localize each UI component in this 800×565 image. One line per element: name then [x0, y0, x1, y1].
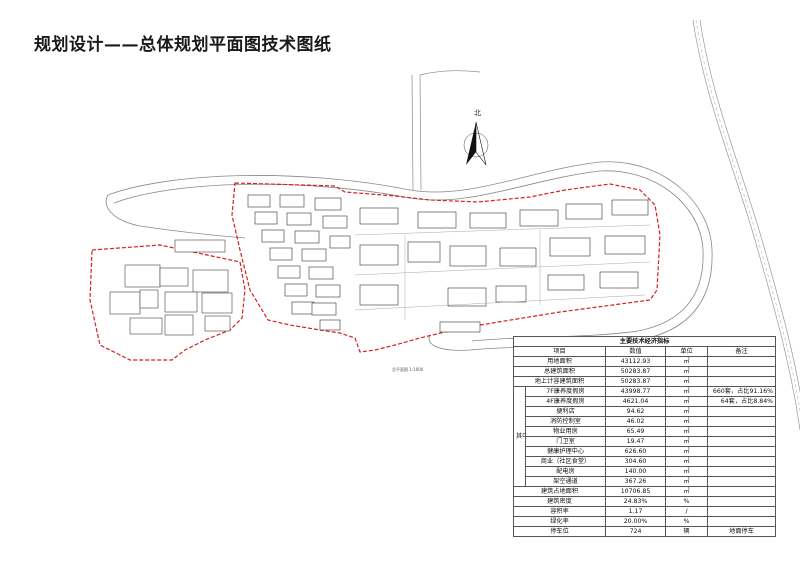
header-note: 备注: [706, 346, 777, 357]
north-arrow-icon: [463, 121, 489, 166]
technical-indicators-table: 主要技术经济指标 项目 数值 单位 备注 用地面积 43112.93 ㎡ 总建筑…: [512, 336, 777, 537]
header-unit: 单位: [665, 346, 708, 357]
table-row: 门卫室 19.47 ㎡: [514, 436, 777, 447]
diagonal-buildings: [247, 194, 351, 331]
table-row: 总建筑面积 50283.87 ㎡: [513, 366, 777, 377]
north-label: 北: [474, 109, 481, 117]
internal-roads: [354, 224, 651, 320]
table-row: 健康护理中心 626.60 ㎡: [514, 446, 777, 457]
table-row: 4F康养度假房 4621.04 ㎡ 64套，占比8.84%: [514, 396, 777, 407]
table-row: 物业用房 65.49 ㎡: [514, 426, 777, 437]
table-row: 绿化率 20.00% %: [513, 516, 777, 527]
scale-label: 总平面图 1:1000: [392, 367, 424, 372]
table-title-row: 主要技术经济指标: [512, 336, 777, 347]
main-buildings: [359, 199, 649, 333]
table-row: 消防控制室 46.02 ㎡: [514, 416, 777, 427]
site-boundary: [231, 182, 661, 353]
highway: [692, 19, 800, 431]
table-row: 建筑占地面积 10706.85 ㎡: [513, 486, 777, 497]
table-row: 架空通道 367.26 ㎡: [514, 476, 777, 487]
table-header-row: 项目 数值 单位 备注: [513, 346, 777, 357]
table-row: 其中 7F康养度假房 43998.77 ㎡ 660套，占比91.16%: [513, 386, 777, 487]
table-row: 便利店 94.62 ㎡: [514, 406, 777, 417]
table-title: 主要技术经济指标: [512, 336, 777, 347]
table-row: 建筑密度 24.83% %: [513, 496, 777, 507]
access-road: [411, 70, 481, 191]
qizhong-label: 其中: [513, 386, 526, 487]
table-row: 商业（社区食堂） 304.60 ㎡: [514, 456, 777, 467]
table-row: 地上计容建筑面积 50283.87 ㎡: [513, 376, 777, 387]
table-row: 配电房 140.00 ㎡: [514, 466, 777, 477]
table-row: 停车位 724 辆 地面停车: [513, 526, 777, 537]
table-row: 用地面积 43112.93 ㎡: [513, 356, 777, 367]
page-title: 规划设计——总体规划平面图技术图纸: [34, 35, 332, 55]
header-value: 数值: [605, 346, 666, 357]
west-buildings: [109, 239, 233, 336]
header-item: 项目: [513, 346, 606, 357]
table-row: 容积率 1.17 /: [513, 506, 777, 517]
